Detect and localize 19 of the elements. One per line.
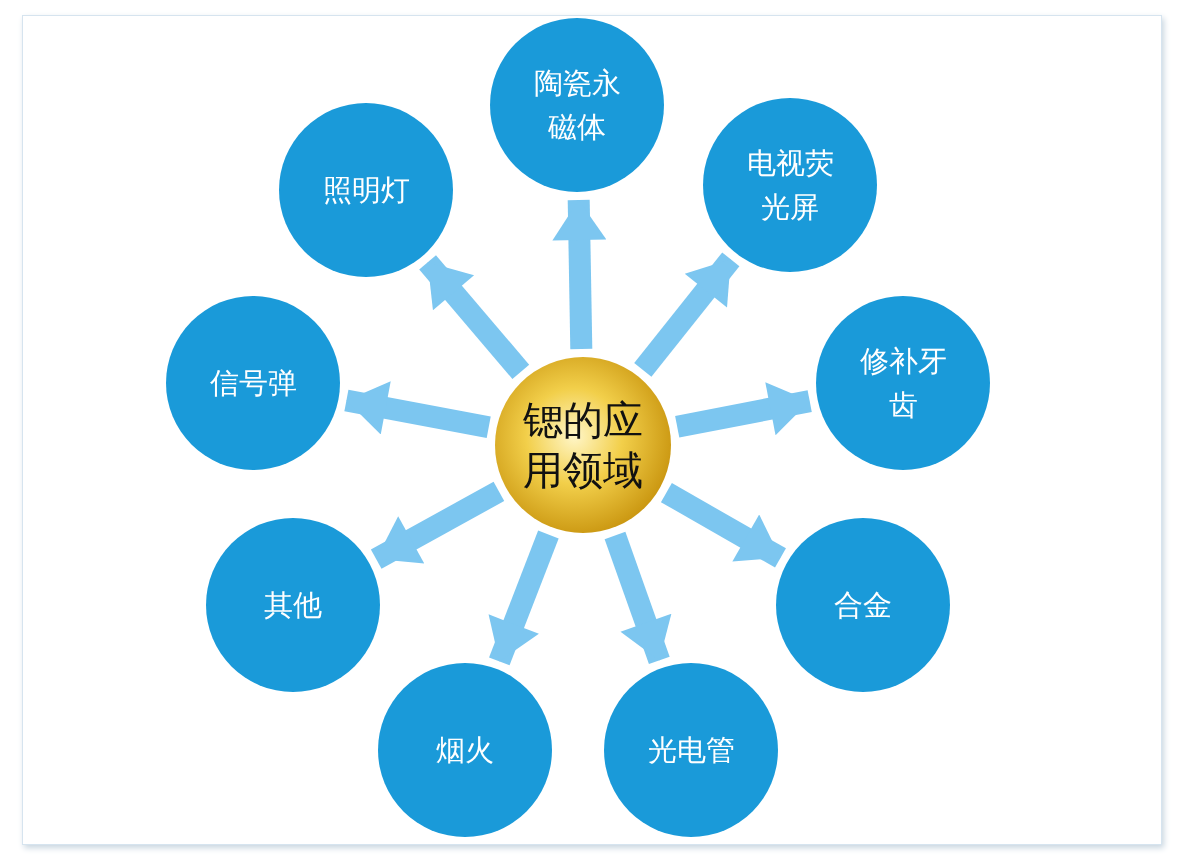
node-label: 修补牙齿 [858,343,948,424]
node-label: 光电管 [646,732,736,769]
arrow [370,481,505,569]
node-label: 烟火 [435,732,495,769]
node-label: 合金 [833,587,893,624]
arrow [552,199,607,350]
arrow [344,381,491,439]
node-label: 电视荧光屏 [745,145,835,226]
node-label: 信号弹 [208,365,298,402]
arrow [604,531,672,665]
node-label: 照明灯 [321,172,411,209]
arrow [660,483,786,568]
node-label: 其他 [263,587,323,624]
arrow [675,382,812,438]
node-label: 锶的应用领域 [522,396,644,495]
arrow [419,255,530,380]
node-label: 陶瓷永磁体 [532,65,622,146]
arrow [634,252,740,377]
arrow [488,530,559,666]
